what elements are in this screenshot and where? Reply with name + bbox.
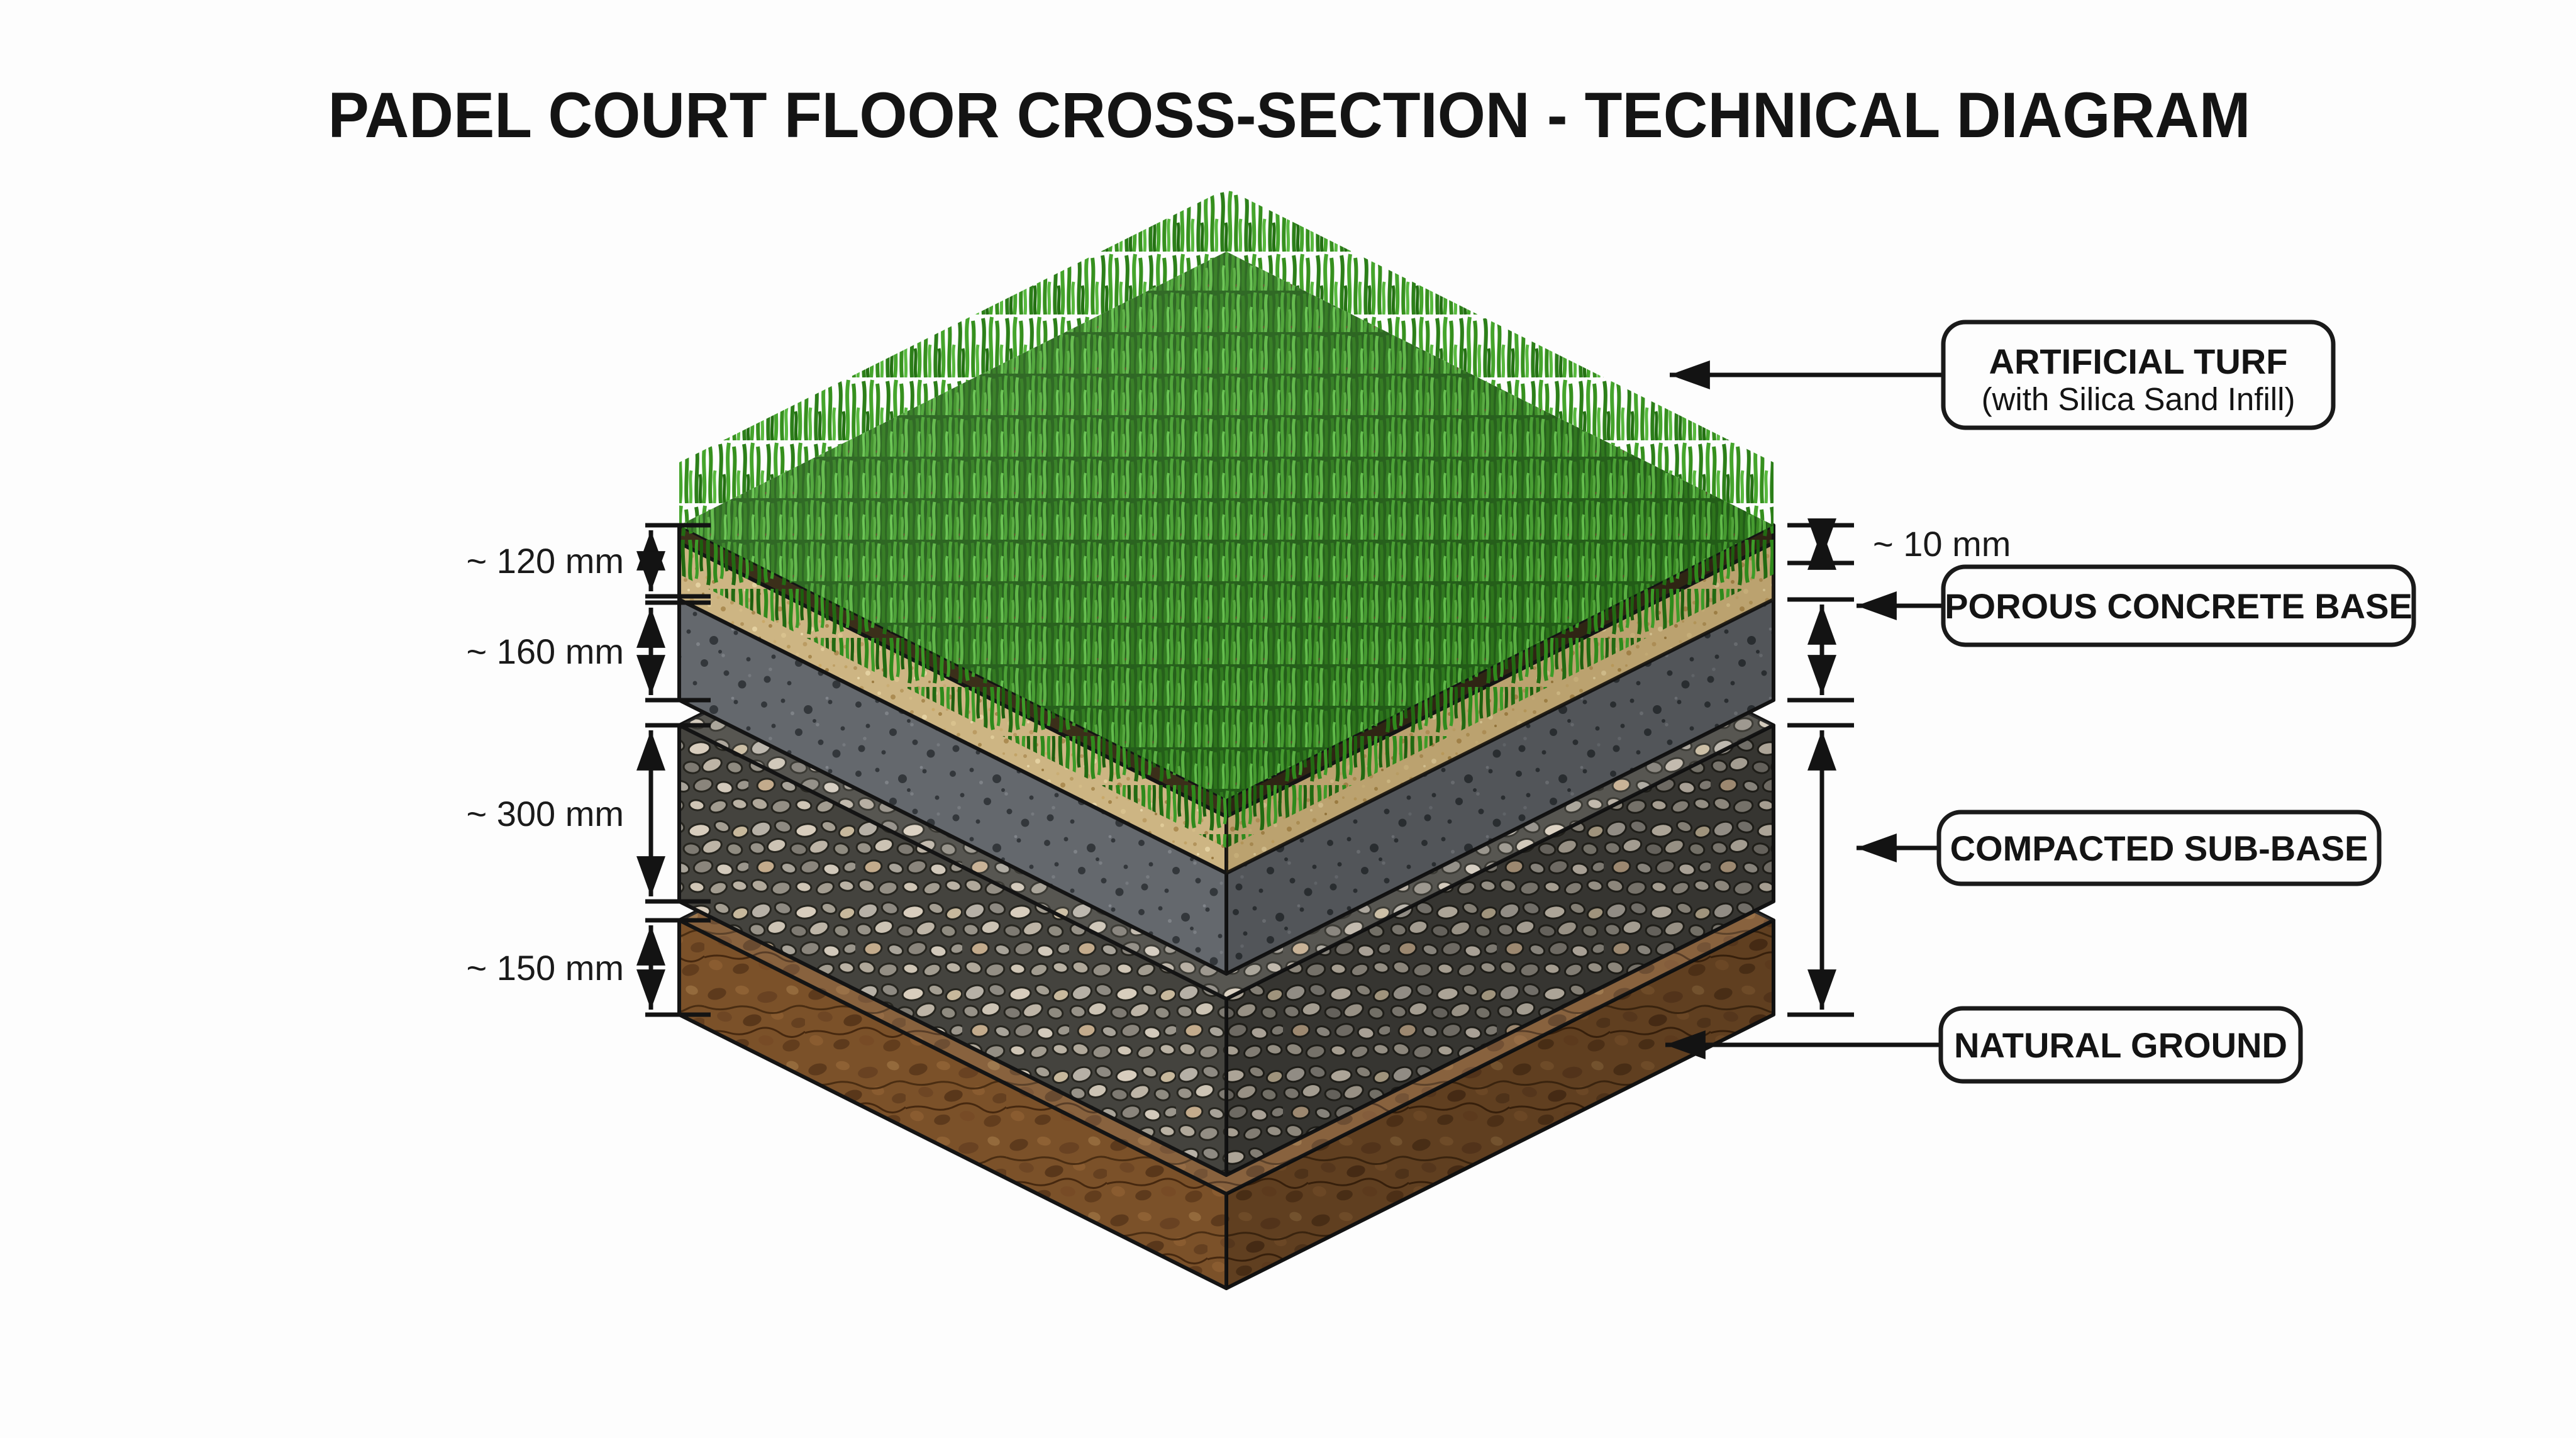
- turf-fringe-front-left: [679, 525, 1226, 848]
- dim-300mm-label: ~ 300 mm: [466, 794, 624, 833]
- dim-150mm: ~ 150 mm: [466, 918, 711, 1017]
- subbase-right-face: [1224, 723, 1775, 1177]
- dim-subbase-right: [1787, 723, 1854, 1017]
- turf-fringe-front-right: [1226, 525, 1774, 848]
- callouts: ARTIFICIAL TURF (with Silica Sand Infill…: [1665, 320, 2416, 1084]
- callout-natural-ground: NATURAL GROUND: [1665, 1006, 2303, 1084]
- natural-ground-right-face: [1224, 918, 1775, 1290]
- callout-porous-concrete: POROUS CONCRETE BASE: [1857, 564, 2416, 647]
- dim-300mm: ~ 300 mm: [466, 723, 711, 904]
- callout-box-ground: [1938, 1006, 2303, 1084]
- right-dimensions: ~ 10 mm: [1787, 518, 2011, 1017]
- natural-ground-right-shade: [1226, 920, 1774, 1288]
- dim-120mm-label: ~ 120 mm: [466, 541, 624, 581]
- callout-subbase-label: COMPACTED SUB-BASE: [1950, 828, 2368, 868]
- callout-box-subbase: [1936, 810, 2382, 886]
- callout-compacted-subbase: COMPACTED SUB-BASE: [1857, 810, 2382, 886]
- dim-120mm: ~ 120 mm: [466, 523, 711, 599]
- callout-turf-subtitle: (with Silica Sand Infill): [1982, 381, 2296, 417]
- turf-fringe-back-right: [1226, 189, 1774, 525]
- callout-artificial-turf: ARTIFICIAL TURF (with Silica Sand Infill…: [1670, 320, 2336, 430]
- callout-concrete-label: POROUS CONCRETE BASE: [1945, 586, 2412, 626]
- dim-10mm-label: ~ 10 mm: [1873, 524, 2011, 564]
- artificial-turf-layer: [677, 189, 1775, 848]
- subbase-right-shade: [1226, 725, 1774, 1175]
- callout-ground-label: NATURAL GROUND: [1954, 1025, 2287, 1065]
- page-title: PADEL COURT FLOOR CROSS-SECTION - TECHNI…: [328, 79, 2251, 151]
- callout-box-turf: [1941, 320, 2336, 430]
- dim-concrete-right: [1787, 597, 1854, 703]
- callout-box-concrete: [1941, 564, 2416, 647]
- dim-160mm: ~ 160 mm: [466, 600, 711, 703]
- dim-10mm: ~ 10 mm: [1787, 518, 2011, 570]
- dim-160mm-label: ~ 160 mm: [466, 632, 624, 671]
- concrete-right-shade: [1226, 599, 1774, 974]
- left-dimensions: ~ 120 mm ~ 160 mm ~ 300 mm ~ 150 mm: [466, 523, 711, 1017]
- dim-150mm-label: ~ 150 mm: [466, 948, 624, 988]
- turf-fringe-back-left: [679, 189, 1226, 525]
- callout-turf-title: ARTIFICIAL TURF: [1989, 342, 2288, 381]
